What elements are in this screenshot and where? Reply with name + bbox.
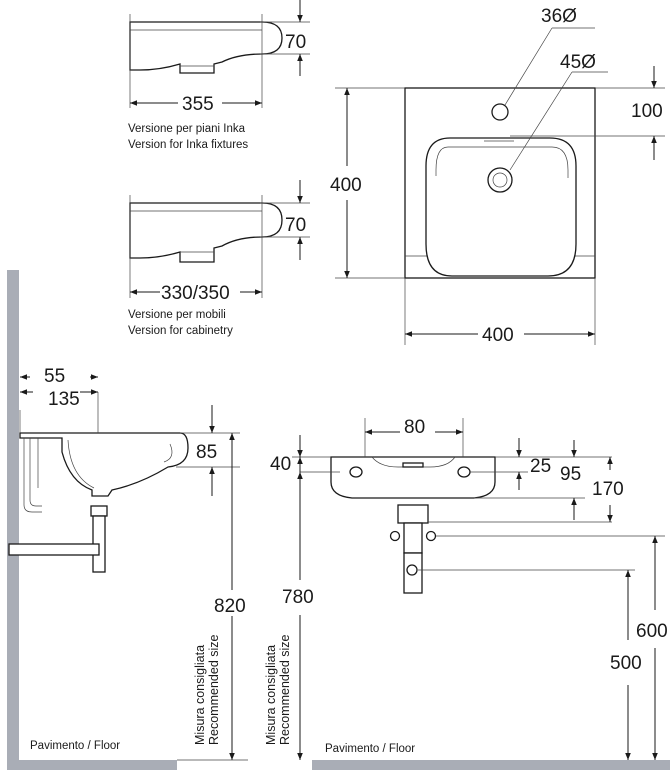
cabinetry-profile [129,180,310,298]
front-rim-95-label: 95 [560,464,581,485]
front-hole-height-label: 40 [270,454,291,475]
cab-depth-label: 330/350 [161,283,230,304]
plan-width-label: 400 [482,325,514,346]
floor-label-right: Pavimento / Floor [325,743,415,755]
front-total-170-label: 170 [592,479,624,500]
front-supply-600-label: 600 [636,621,668,642]
plan-depth-label: 400 [330,175,362,196]
side-rim-floor-label: 820 [214,596,246,617]
inka-height-label: 70 [285,32,306,53]
tap-from-back-label: 100 [631,101,663,122]
side-trap-offset-label: 135 [48,389,80,410]
front-rim-floor-label: 780 [282,587,314,608]
waste-hole-label: 45Ø [560,52,596,73]
inka-depth-label: 355 [182,94,214,115]
floor-label-left: Pavimento / Floor [30,740,120,752]
plan-view [335,27,665,345]
front-overflow-label: 25 [530,456,551,477]
side-wall-gap-label: 55 [44,366,65,387]
inka-caption-en: Version for Inka fixtures [128,139,248,151]
front-tap-spacing-label: 80 [404,417,425,438]
front-supply-500-label: 500 [610,653,642,674]
recommended-it-right: Misura consigliata [264,645,278,745]
recommended-it-left: Misura consigliata [193,645,207,745]
cab-caption-en: Version for cabinetry [128,325,233,337]
cab-caption-it: Versione per mobili [128,309,226,321]
cab-height-label: 70 [285,215,306,236]
recommended-en-right: Recommended size [278,634,292,745]
inka-caption-it: Versione per piani Inka [128,123,246,135]
recommended-en-left: Recommended size [207,634,221,745]
tap-hole-label: 36Ø [541,6,577,27]
front-installation [292,418,670,770]
side-rim-height-label: 85 [196,442,217,463]
inka-profile [129,0,310,108]
side-installation [7,270,248,770]
